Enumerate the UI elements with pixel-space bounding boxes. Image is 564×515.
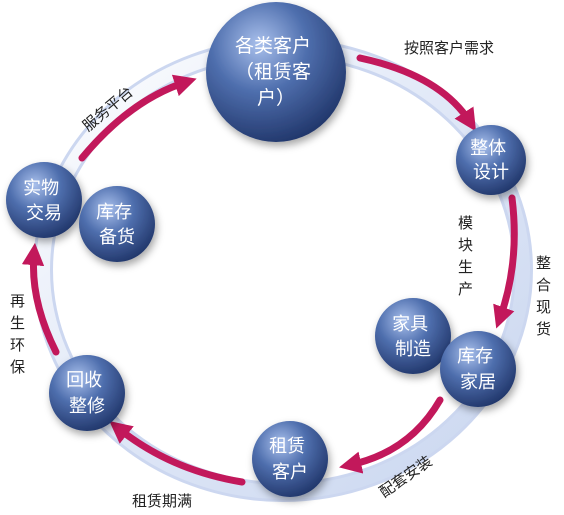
node-furniture-making: 家具 制造 <box>375 298 451 374</box>
label-modular: 模 块 生 产 <box>458 214 478 298</box>
node-lease-customer: 租赁 客户 <box>252 421 328 497</box>
svg-text:库存 家居: 库存 家居 <box>457 346 499 393</box>
node-customers: 各类客户 （租赁客 户） <box>206 2 346 142</box>
node-trade: 实物 交易 <box>6 162 82 238</box>
label-recycle: 再 生 环 保 <box>10 292 30 376</box>
arrow-trade-to-customers <box>78 74 197 162</box>
svg-text:家具 制造: 家具 制造 <box>392 314 434 360</box>
svg-text:各类客户 （租赁客 户）: 各类客户 （租赁客 户） <box>235 35 317 109</box>
node-refurbish: 回收 整修 <box>49 355 125 431</box>
arrow-refurbish-to-trade <box>21 242 60 356</box>
arrow-design-to-stock <box>493 194 518 329</box>
arrow-customers-to-design <box>356 54 477 132</box>
label-on-demand: 按照客户需求 <box>404 39 494 57</box>
arrow-lease-to-refurbish <box>109 420 246 486</box>
svg-text:回收 整修: 回收 整修 <box>66 370 108 417</box>
svg-text:库存 备货: 库存 备货 <box>96 202 138 248</box>
node-design: 整体 设计 <box>456 125 526 195</box>
arrow-stock-to-lease <box>339 396 444 474</box>
node-stock-prep: 库存 备货 <box>79 186 155 262</box>
svg-text:整体 设计: 整体 设计 <box>470 138 512 183</box>
label-lease-expire: 租赁期满 <box>132 492 192 510</box>
arrows <box>21 54 518 486</box>
label-integrate: 整 合 现 货 <box>536 254 556 338</box>
svg-text:租赁 客户: 租赁 客户 <box>269 436 311 483</box>
node-stock-home: 库存 家居 <box>440 331 516 407</box>
svg-text:实物 交易: 实物 交易 <box>23 178 65 224</box>
